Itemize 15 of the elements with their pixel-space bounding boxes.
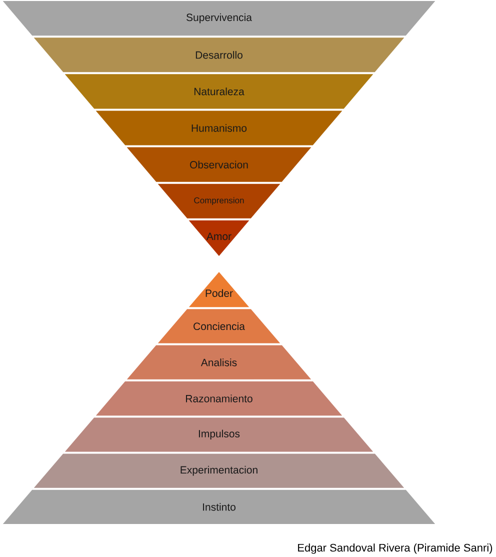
pyramid-band: Experimentacion — [34, 454, 404, 488]
pyramid-band: Poder — [188, 272, 250, 308]
pyramid-band: Desarrollo — [34, 38, 404, 72]
pyramid-band: Comprension — [158, 184, 280, 218]
pyramid-band: Conciencia — [158, 309, 280, 344]
credit-text: Edgar Sandoval Rivera (Piramide Sanri) — [298, 544, 492, 554]
pyramid-band: Humanismo — [96, 110, 342, 146]
pyramid-band: Analisis — [126, 345, 312, 380]
pyramid-band: Razonamiento — [96, 381, 342, 416]
pyramid-band: Amor — [188, 220, 250, 256]
pyramid-band: Instinto — [2, 490, 436, 524]
pyramid-band: Observacion — [126, 147, 312, 182]
pyramid-band: Impulsos — [64, 418, 374, 452]
pyramid-band: Supervivencia — [2, 1, 436, 36]
pyramid-band: Naturaleza — [64, 74, 374, 109]
